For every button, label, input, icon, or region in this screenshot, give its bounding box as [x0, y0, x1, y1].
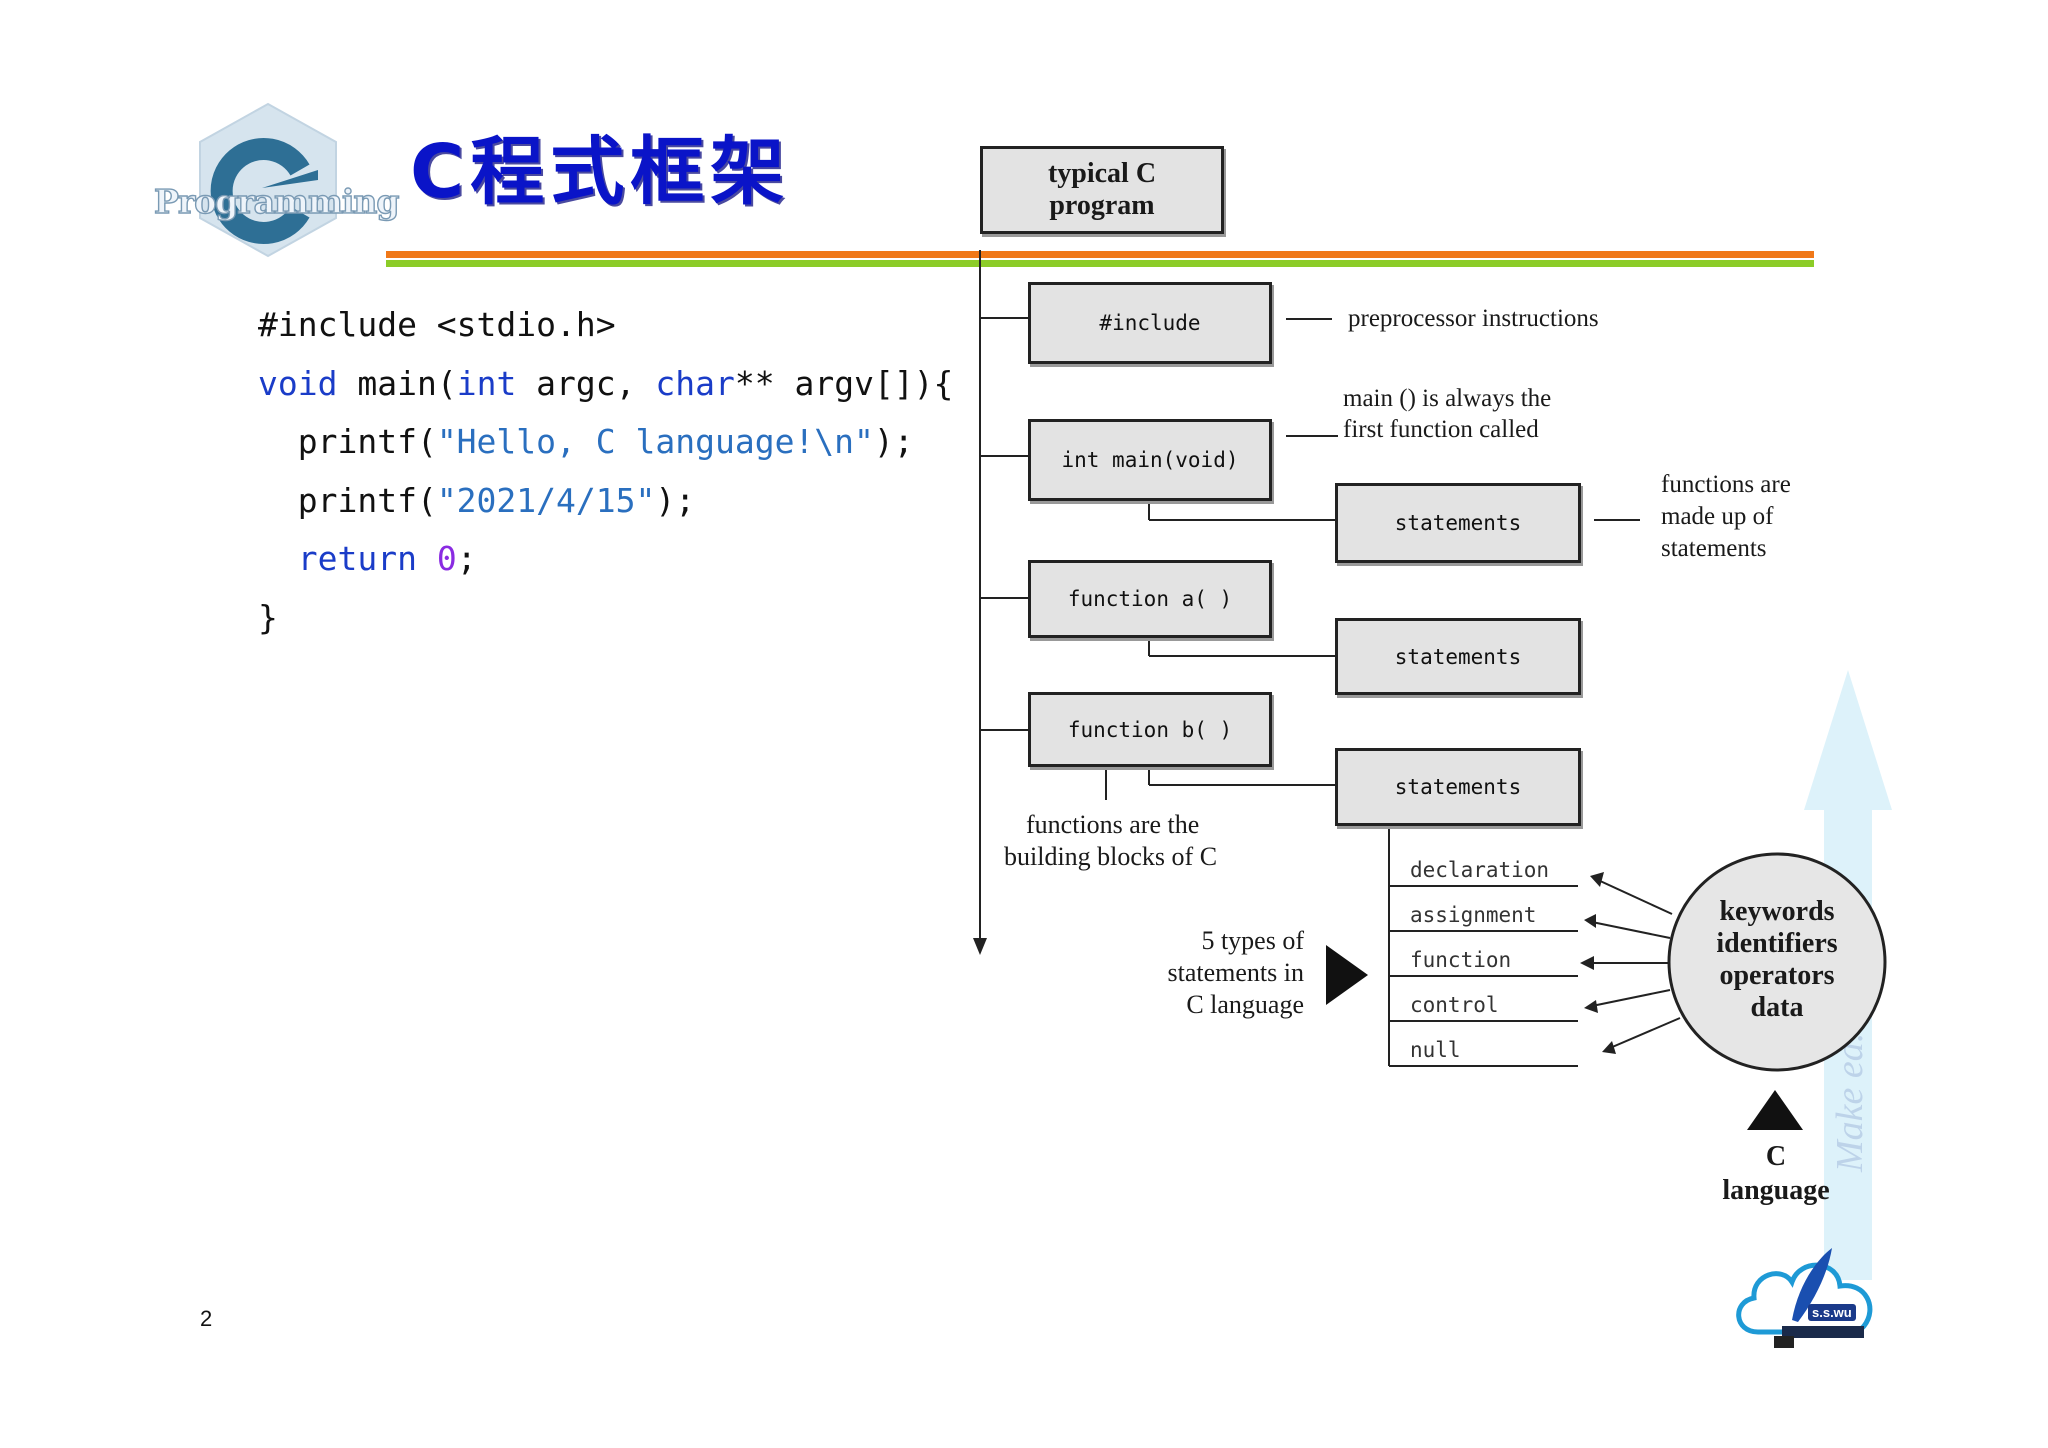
code-keyword: void [258, 363, 338, 403]
code-text: ** argv[]){ [734, 363, 954, 403]
c-language-label: C language [1690, 1140, 1862, 1208]
statements-box-main: statements [1335, 483, 1581, 563]
slide-title: C程式框架 [410, 129, 791, 215]
code-string: "Hello, C language!\n" [436, 422, 874, 461]
code-line: printf("Hello, C language!\n"); [258, 413, 953, 472]
cloud-logo: s.s.wu [1728, 1236, 1892, 1356]
code-text: main( [337, 363, 457, 403]
blocks-note-1: functions are the [1026, 810, 1200, 839]
code-text: printf( [258, 422, 437, 461]
statement-type-item: control [1410, 993, 1499, 1017]
code-keyword: char [655, 363, 735, 403]
code-text: printf( [258, 480, 437, 520]
statements-note-2: made up of [1661, 503, 1774, 530]
code-line: void main(int argc, char** argv[]){ [258, 355, 953, 414]
function-b-box: function b( ) [1028, 692, 1272, 767]
code-string: "2021/4/15" [436, 480, 656, 520]
circle-operators: operators [1719, 960, 1835, 991]
function-a-label: function a( ) [1067, 587, 1233, 611]
code-text: ); [655, 480, 696, 520]
blocks-note-2: building blocks of C [1004, 842, 1218, 871]
c-language-line-2: language [1722, 1175, 1830, 1206]
code-line: return 0; [258, 530, 953, 589]
types-note-1: 5 types of [1201, 926, 1304, 955]
code-text: argc, [516, 363, 656, 403]
include-box: #include [1028, 282, 1272, 364]
pointer-triangle-icon [1326, 945, 1368, 1005]
logo-text: Programming [153, 181, 400, 221]
main-label: int main(void) [1061, 448, 1239, 472]
timeline-arrowhead-icon [973, 938, 987, 955]
types-note-2: statements in [1167, 958, 1304, 987]
root-label: typical C program [1047, 158, 1157, 221]
circle-data: data [1750, 992, 1804, 1023]
types-note-3: C language [1186, 990, 1304, 1019]
circle-identifiers: identifiers [1716, 928, 1838, 959]
statements-box-a: statements [1335, 618, 1581, 695]
code-line: #include <stdio.h> [258, 305, 616, 344]
statements-label: statements [1394, 644, 1522, 669]
statement-type-item: function [1410, 948, 1512, 972]
title-rule-green [386, 260, 1814, 267]
statement-type-item: declaration [1410, 858, 1550, 882]
main-box: int main(void) [1028, 419, 1272, 501]
statements-box-b: statements [1335, 748, 1581, 826]
code-keyword: return [258, 539, 417, 578]
statements-label: statements [1394, 511, 1522, 535]
c-language-line-1: C [1765, 1141, 1787, 1172]
title-rule-orange [386, 251, 1814, 258]
circle-text: keywords identifiers operators data [1669, 896, 1885, 1024]
code-number: 0 [436, 539, 457, 578]
statements-label: statements [1394, 775, 1522, 799]
code-keyword: int [456, 363, 517, 403]
logo-hexagon-icon [199, 102, 337, 258]
statements-note-3: statements [1661, 535, 1767, 562]
c-language-circle [1667, 852, 1887, 1072]
statement-type-item: null [1410, 1038, 1461, 1062]
statement-type-item: assignment [1410, 903, 1537, 927]
include-note: preprocessor instructions [1348, 305, 1599, 332]
main-note-1: main () is always the [1343, 385, 1552, 412]
function-b-label: function b( ) [1067, 717, 1233, 742]
include-label: #include [1099, 311, 1201, 335]
root-box: typical C program [980, 146, 1224, 234]
code-block: #include <stdio.h> void main(int argc, ch… [258, 296, 953, 647]
statements-note-1: functions are [1661, 471, 1791, 498]
code-line: } [258, 597, 278, 637]
circle-keywords: keywords [1719, 896, 1835, 927]
code-text: ); [873, 422, 914, 461]
code-text: ; [456, 539, 477, 578]
cloud-quill-icon [1736, 1248, 1873, 1348]
up-triangle-icon [1747, 1090, 1803, 1130]
code-line: printf("2021/4/15"); [258, 472, 953, 531]
badge-text: s.s.wu [1808, 1304, 1856, 1321]
page-number: 2 [200, 1306, 213, 1331]
programming-logo: Programming [150, 100, 400, 260]
function-a-box: function a( ) [1028, 560, 1272, 638]
main-note-2: first function called [1343, 416, 1539, 443]
